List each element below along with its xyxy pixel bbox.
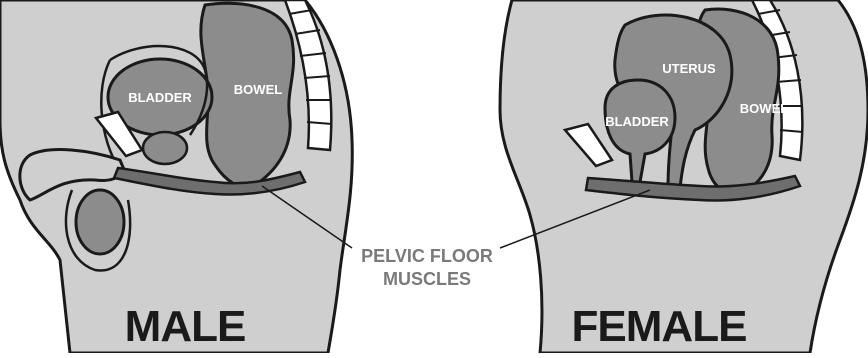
male-figure: BLADDER BOWEL MALE <box>0 0 352 353</box>
female-figure: UTERUS BLADDER BOWEL FEMALE <box>500 0 868 353</box>
callout-label-line2: MUSCLES <box>383 269 471 289</box>
female-bladder-label: BLADDER <box>605 114 669 129</box>
female-uterus-label: UTERUS <box>662 61 716 76</box>
male-testis-shape <box>76 190 124 254</box>
male-bladder-label: BLADDER <box>128 90 192 105</box>
male-prostate-shape <box>143 132 187 164</box>
callout-label-line1: PELVIC FLOOR <box>361 246 493 266</box>
female-title: FEMALE <box>572 302 747 351</box>
female-bowel-label: BOWEL <box>740 101 788 116</box>
male-bowel-label: BOWEL <box>234 82 282 97</box>
male-title: MALE <box>125 302 246 351</box>
